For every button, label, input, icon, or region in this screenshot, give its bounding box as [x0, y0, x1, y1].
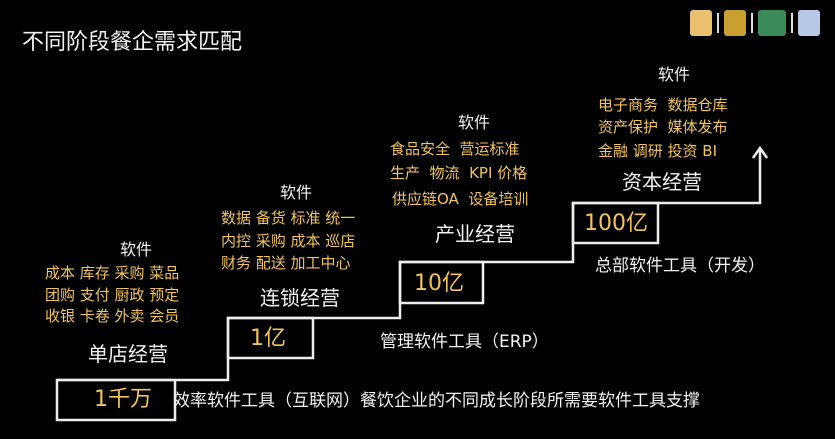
stage-label: 连锁经营: [260, 286, 340, 310]
software-label: 软件: [120, 240, 153, 259]
divider: [751, 13, 753, 33]
amount-box-2: [226, 316, 315, 360]
amount-box-4: [571, 201, 660, 245]
slide-title: 不同阶段餐企需求匹配: [22, 30, 243, 55]
software-items-line: 内控 采购 成本 巡店: [221, 232, 356, 250]
tool-label: 效率软件工具（互联网）餐饮企业的不同成长阶段所需要软件工具支撑: [173, 391, 700, 411]
divider: [717, 13, 719, 33]
amount-label: 10亿: [414, 271, 464, 296]
divider: [791, 13, 793, 33]
tool-label: 管理软件工具（ERP）: [380, 332, 549, 352]
software-label: 软件: [658, 65, 691, 84]
amount-box-1: [55, 378, 177, 422]
stage-label: 产业经营: [435, 222, 515, 246]
software-label: 软件: [458, 113, 491, 132]
software-label: 软件: [280, 183, 313, 202]
software-items-line: 财务 配送 加工中心: [221, 254, 351, 272]
amount-label: 1亿: [250, 326, 286, 351]
stage-label: 资本经营: [622, 170, 702, 194]
amount-box-3: [398, 260, 485, 305]
logo-bar: [690, 10, 820, 36]
software-items-line: 电子商务 数据仓库: [598, 96, 728, 114]
tianxia-logo-icon: [724, 10, 746, 36]
mascot-logo-icon: [690, 10, 712, 36]
software-items-line: 收银 卡卷 外卖 会员: [45, 307, 180, 325]
software-items-line: 成本 库存 采购 菜品: [45, 264, 180, 282]
software-items-line: 食品安全 营运标准: [390, 140, 520, 158]
tool-label: 总部软件工具（开发）: [595, 256, 765, 276]
fengyun-logo-icon: [798, 10, 820, 36]
amount-label: 100亿: [584, 211, 648, 236]
stage-label: 单店经营: [88, 342, 168, 366]
software-items-line: 生产 物流 KPI 价格: [390, 164, 528, 182]
amount-label: 1千万: [94, 387, 152, 412]
arrow-head: [751, 145, 769, 159]
software-items-line: 供应链OA 设备培训: [392, 190, 529, 208]
software-items-line: 资产保护 媒体发布: [598, 118, 728, 136]
software-items-line: 数据 备货 标准 统一: [221, 209, 356, 227]
software-items-line: 金融 调研 投资 BI: [598, 142, 718, 160]
software-items-line: 团购 支付 厨政 预定: [45, 286, 180, 304]
catech-logo-icon: [758, 10, 786, 36]
